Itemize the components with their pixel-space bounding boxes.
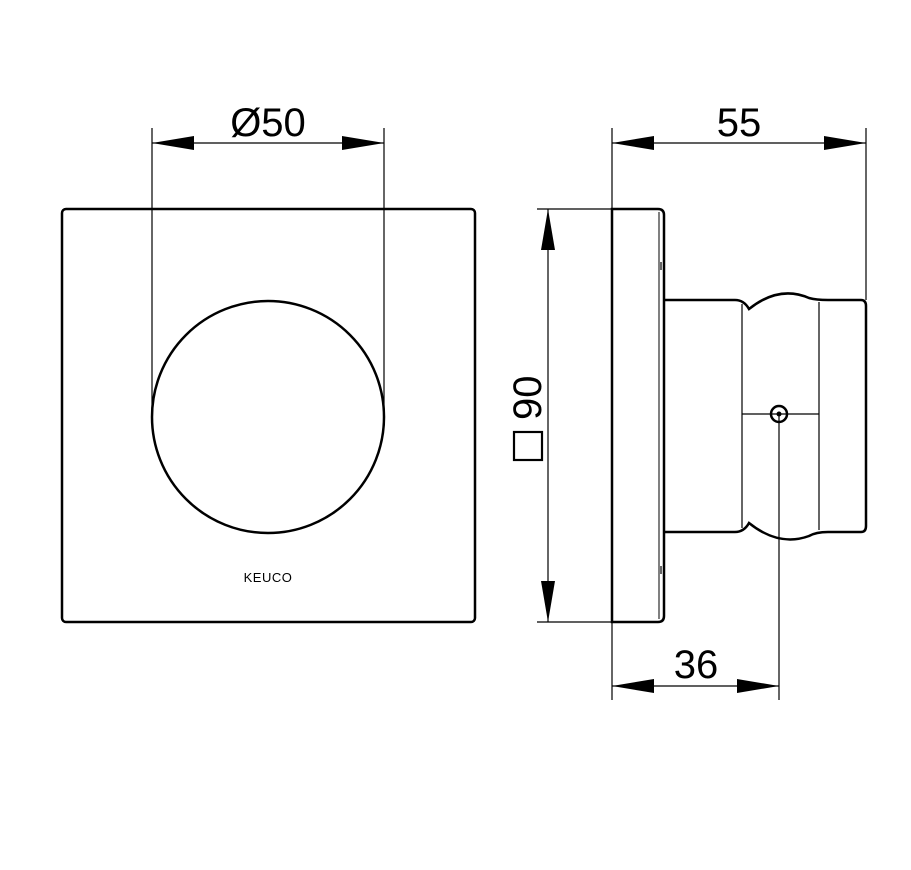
front-view: KEUCO <box>60 207 477 624</box>
knob-front <box>150 299 386 535</box>
offset-label: 36 <box>674 643 719 687</box>
knob-body-side <box>664 292 868 541</box>
arrowhead-left <box>612 679 654 693</box>
diameter-label: Ø50 <box>230 101 306 145</box>
arrowhead-bottom <box>541 581 555 622</box>
arrowhead-top <box>541 209 555 250</box>
offset-dimension: 36 <box>611 414 780 700</box>
arrowhead-right <box>342 136 384 150</box>
keuco-logo: KEUCO <box>244 570 293 585</box>
arrowhead-left <box>152 136 194 150</box>
arrowhead-left <box>612 136 654 150</box>
arrowhead-right <box>824 136 866 150</box>
cover-plate-side <box>610 207 666 624</box>
plate-size-value: 90 <box>506 376 550 421</box>
side-view <box>610 207 868 624</box>
depth-label: 55 <box>717 101 762 145</box>
cover-plate-front <box>60 207 477 624</box>
square-symbol-icon <box>512 430 544 462</box>
depth-dimension: 55 <box>611 101 867 300</box>
plate-size-label: 90 <box>506 376 550 462</box>
arrowhead-right <box>737 679 779 693</box>
plate-size-dimension: 90 <box>506 208 612 623</box>
diameter-dimension: Ø50 <box>151 101 385 417</box>
